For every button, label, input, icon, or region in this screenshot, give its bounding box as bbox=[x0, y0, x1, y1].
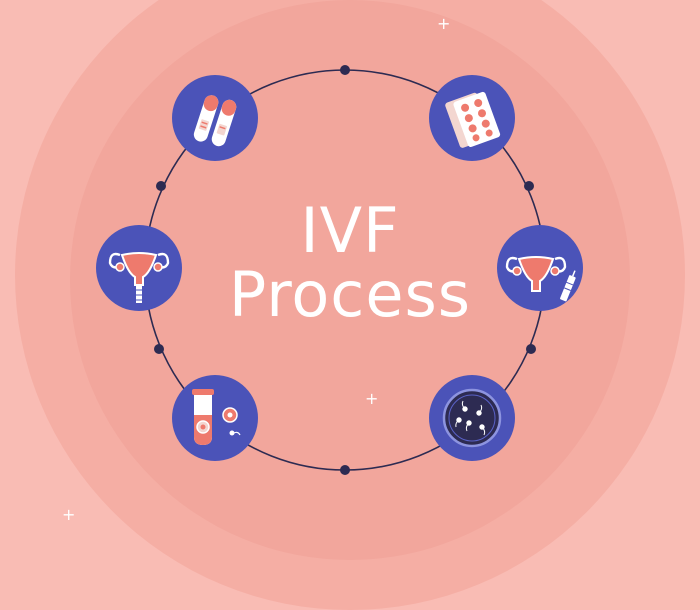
sparkle-top-right: + bbox=[437, 14, 451, 33]
uterus-ovaries-icon bbox=[108, 252, 170, 303]
step-medication[interactable] bbox=[429, 75, 515, 161]
ring-dot-right-lower bbox=[526, 344, 536, 354]
ring-dot-left-lower bbox=[154, 344, 164, 354]
pill-blister-icon bbox=[445, 91, 501, 148]
uterus-insemination-icon bbox=[505, 256, 576, 302]
ring-dot-right-upper bbox=[524, 181, 534, 191]
petri-dish-sperm-icon bbox=[442, 388, 502, 448]
test-tube-egg-icon bbox=[192, 389, 241, 445]
step-egg-retrieval[interactable] bbox=[172, 375, 258, 461]
ring-dot-bottom bbox=[340, 465, 350, 475]
title-process: Process bbox=[228, 258, 472, 331]
title-ivf: IVF bbox=[300, 194, 400, 267]
step-fertilization[interactable] bbox=[429, 375, 515, 461]
pregnancy-test-icon bbox=[193, 95, 237, 147]
ring-dot-left-upper bbox=[156, 181, 166, 191]
step-ovarian-stimulation[interactable] bbox=[96, 225, 182, 311]
sparkle-center: + bbox=[365, 389, 379, 408]
ring-dot-top bbox=[340, 65, 350, 75]
sparkle-bottom-left: + bbox=[62, 505, 76, 524]
step-pregnancy-test[interactable] bbox=[172, 75, 258, 161]
step-embryo-transfer[interactable] bbox=[497, 225, 583, 311]
